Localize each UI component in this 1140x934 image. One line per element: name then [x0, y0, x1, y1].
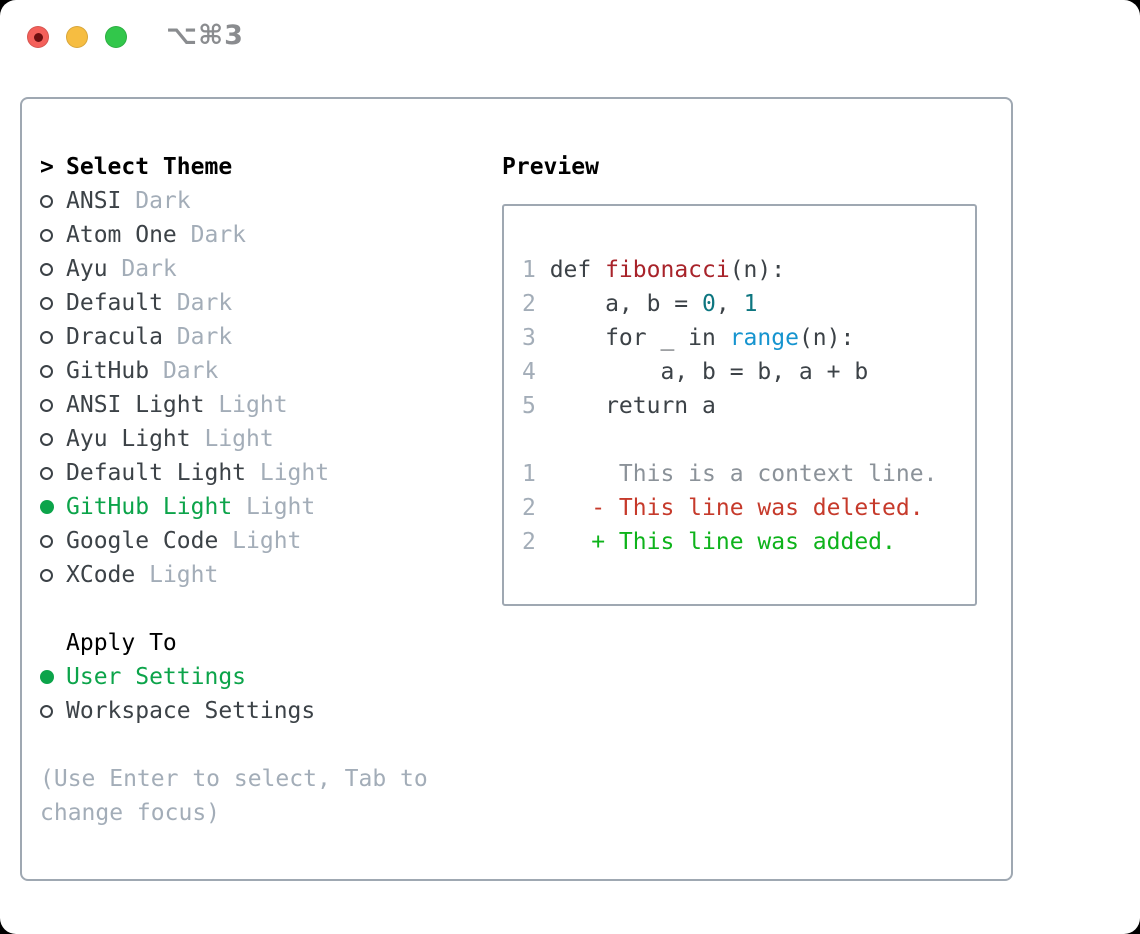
theme-option-label: Ayu Light: [66, 426, 191, 452]
apply-to-label: Apply To: [66, 630, 177, 656]
theme-option-atom-one[interactable]: Atom One Dark: [40, 218, 502, 252]
radio-icon: [40, 432, 66, 446]
theme-variant-tag: Dark: [135, 188, 191, 214]
theme-variant-tag: Dark: [162, 358, 219, 384]
code-line: 2 a, b = 0, 1: [522, 287, 975, 321]
theme-option-ayu[interactable]: Ayu Dark: [40, 252, 502, 286]
theme-option-xcode[interactable]: XCode Light: [40, 558, 502, 592]
theme-option-default[interactable]: Default Dark: [40, 286, 502, 320]
radio-icon: [40, 568, 66, 582]
theme-variant-tag: Light: [246, 494, 316, 520]
theme-option-google-code[interactable]: Google Code Light: [40, 524, 502, 558]
line-number: 1: [522, 257, 536, 283]
radio-icon: [40, 330, 66, 344]
radio-icon: [40, 194, 66, 208]
line-number: 3: [522, 325, 536, 351]
theme-option-ansi-light[interactable]: ANSI Light Light: [40, 388, 502, 422]
theme-option-default-light[interactable]: Default Light Light: [40, 456, 502, 490]
theme-option-label: ANSI: [66, 188, 122, 214]
radio-icon: [40, 398, 66, 412]
hint-line: (Use Enter to select, Tab to: [40, 766, 428, 792]
line-number: 2: [522, 291, 536, 317]
theme-variant-tag: Light: [259, 460, 330, 486]
minimize-button[interactable]: [66, 26, 88, 48]
theme-option-label: GitHub: [66, 358, 150, 384]
close-button[interactable]: [27, 26, 49, 48]
code-line: [522, 423, 975, 457]
theme-variant-tag: Light: [232, 528, 302, 554]
line-number: 4: [522, 359, 536, 385]
theme-variant-tag: Light: [149, 562, 219, 588]
code-line: 2 - This line was deleted.: [522, 491, 975, 525]
theme-option-dracula[interactable]: Dracula Dark: [40, 320, 502, 354]
traffic-lights: [27, 26, 127, 48]
theme-variant-tag: Dark: [121, 256, 177, 282]
code-line: 4 a, b = b, a + b: [522, 355, 975, 389]
radio-icon: [40, 704, 66, 718]
code-line: 3 for _ in range(n):: [522, 321, 975, 355]
apply-to-header: Apply To: [40, 626, 502, 660]
theme-option-label: GitHub Light: [66, 494, 233, 520]
theme-variant-tag: Dark: [190, 222, 247, 248]
theme-option-label: Atom One: [66, 222, 177, 248]
apply-option-user-settings[interactable]: User Settings: [40, 660, 502, 694]
zoom-button[interactable]: [105, 26, 127, 48]
preview-header: Preview: [502, 154, 599, 180]
code-line: 5 return a: [522, 389, 975, 423]
theme-option-label: XCode: [66, 562, 136, 588]
theme-option-github-light[interactable]: GitHub Light Light: [40, 490, 502, 524]
radio-icon: [40, 466, 66, 480]
theme-option-label: Dracula: [66, 324, 163, 350]
radio-icon: [40, 228, 66, 242]
hint-text: (Use Enter to select, Tab to change focu…: [40, 762, 502, 830]
titlebar: ⌥⌘3: [0, 0, 1140, 76]
theme-option-github[interactable]: GitHub Dark: [40, 354, 502, 388]
select-theme-label: Select Theme: [66, 154, 233, 180]
chevron-icon: >: [40, 154, 54, 180]
theme-variant-tag: Dark: [176, 324, 233, 350]
theme-option-ayu-light[interactable]: Ayu Light Light: [40, 422, 502, 456]
theme-variant-tag: Light: [204, 426, 274, 452]
radio-icon: [40, 262, 66, 276]
apply-option-workspace-settings[interactable]: Workspace Settings: [40, 694, 502, 728]
theme-option-label: ANSI Light: [66, 392, 205, 418]
line-number: 2: [522, 495, 536, 521]
theme-option-label: Ayu: [66, 256, 108, 282]
line-number: 1: [522, 461, 536, 487]
radio-selected-icon: [40, 670, 66, 684]
select-theme-header: > Select Theme: [40, 150, 502, 184]
theme-variant-tag: Dark: [176, 290, 233, 316]
radio-icon: [40, 364, 66, 378]
code-line: 1 This is a context line.: [522, 457, 975, 491]
apply-option-label: User Settings: [66, 664, 247, 690]
theme-option-ansi[interactable]: ANSI Dark: [40, 184, 502, 218]
theme-variant-tag: Light: [218, 392, 288, 418]
apply-option-label: Workspace Settings: [66, 698, 316, 724]
radio-icon: [40, 296, 66, 310]
spacer: [40, 592, 502, 626]
theme-option-label: Default: [66, 290, 163, 316]
radio-icon: [40, 534, 66, 548]
window-title: ⌥⌘3: [166, 20, 244, 51]
hint-line: change focus): [40, 800, 221, 826]
line-number: 2: [522, 529, 536, 555]
radio-selected-icon: [40, 500, 66, 514]
code-line: 2 + This line was added.: [522, 525, 975, 559]
line-number: 5: [522, 393, 536, 419]
theme-option-label: Google Code: [66, 528, 219, 554]
theme-option-label: Default Light: [66, 460, 247, 486]
